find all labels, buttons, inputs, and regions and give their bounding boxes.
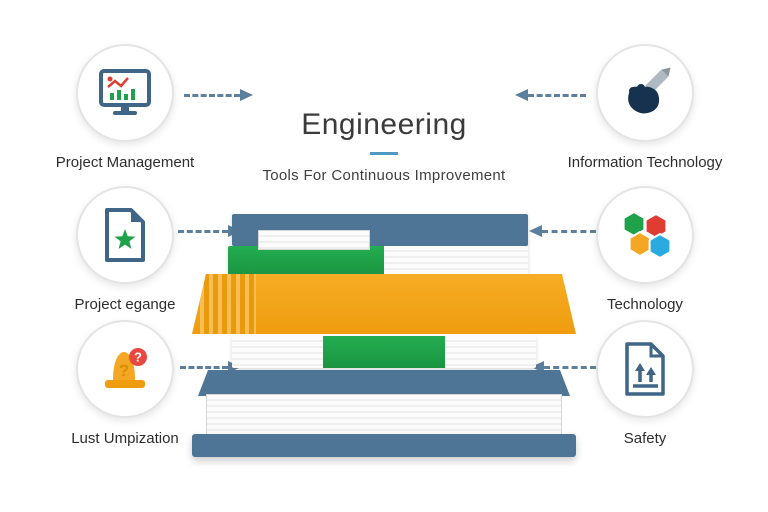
book-pages — [232, 336, 324, 368]
connector-arrow-right-2 — [529, 225, 596, 237]
green-book-row-2 — [232, 336, 536, 368]
node-project-egange: Project egange — [40, 186, 210, 313]
bottom-platform-top — [198, 370, 570, 396]
green-book-spine — [323, 336, 445, 368]
amber-platform — [192, 274, 576, 334]
node-label: Project Management — [55, 154, 195, 171]
icon-circle — [76, 186, 174, 284]
cone-question-icon: ? ? — [105, 348, 147, 388]
icon-circle: ? ? — [76, 320, 174, 418]
document-star-icon — [105, 208, 145, 262]
document-arrows-icon — [625, 342, 665, 396]
connector-arrow-left-1 — [184, 89, 253, 101]
node-label: Project egange — [74, 296, 176, 313]
icon-circle — [596, 320, 694, 418]
book-stack — [192, 206, 576, 458]
hexagons-icon — [622, 211, 672, 259]
book-pages — [444, 336, 536, 368]
node-label: Lust Umpization — [71, 430, 179, 447]
page-title: Engineering — [301, 108, 467, 141]
bottom-platform — [192, 370, 576, 458]
icon-circle — [596, 186, 694, 284]
bottom-platform-base — [192, 434, 576, 457]
icon-circle — [596, 44, 694, 142]
node-label: Technology — [607, 296, 683, 313]
title-underline — [370, 152, 398, 155]
svg-text:?: ? — [134, 350, 142, 365]
amber-platform-pleats — [200, 274, 256, 334]
bottom-platform-pages — [206, 394, 562, 436]
node-label: Safety — [623, 430, 667, 447]
page-subtitle: Tools For Continuous Improvement — [262, 167, 506, 184]
connector-arrow-right-1 — [515, 89, 586, 101]
node-safety: Safety — [560, 320, 730, 447]
node-project-management: Project Management — [40, 44, 210, 171]
node-label: Information Technology — [567, 154, 723, 171]
top-book-pages — [258, 230, 370, 250]
node-technology: Technology — [560, 186, 730, 313]
title-block: Engineering Tools For Continuous Improve… — [244, 108, 524, 184]
svg-text:?: ? — [119, 361, 129, 380]
green-book-spine — [228, 246, 384, 276]
green-book-row-1 — [228, 246, 528, 276]
node-lust-umpization: ? ? Lust Umpization — [40, 320, 210, 447]
icon-circle — [76, 44, 174, 142]
book-pages — [384, 246, 528, 276]
node-information-technology: Information Technology — [560, 44, 730, 171]
hand-pencil-icon — [628, 67, 671, 114]
monitor-chart-icon — [99, 69, 151, 115]
